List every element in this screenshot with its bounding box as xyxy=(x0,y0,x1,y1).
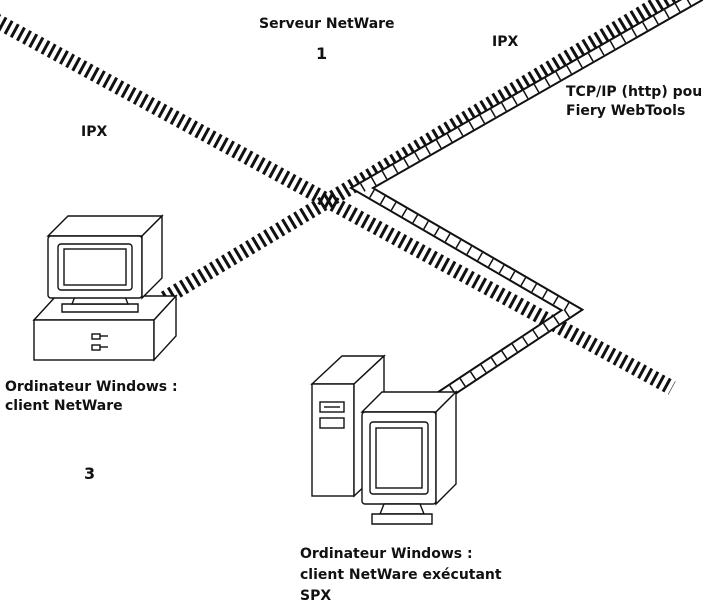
ipx-label-left: IPX xyxy=(81,124,108,140)
desktop-computer-icon xyxy=(32,214,178,362)
left-client-number: 3 xyxy=(84,464,96,483)
left-client-label-line2: client NetWare xyxy=(5,398,123,414)
tower-computer-icon xyxy=(310,354,458,525)
tcpip-label-line1: TCP/IP (http) pou xyxy=(566,84,703,100)
right-client-label-line2: client NetWare exécutant xyxy=(300,567,502,583)
server-label: Serveur NetWare xyxy=(259,16,395,32)
right-client-label-line1: Ordinateur Windows : xyxy=(300,546,473,562)
left-client-label-line1: Ordinateur Windows : xyxy=(5,379,178,395)
server-number: 1 xyxy=(316,44,328,63)
ipx-label-top: IPX xyxy=(492,34,519,50)
right-client-label-line3: SPX xyxy=(300,588,332,604)
tcpip-cable xyxy=(348,0,704,418)
tcpip-label-line2: Fiery WebTools xyxy=(566,103,686,119)
ipx-cable-top-to-left-client xyxy=(158,0,676,307)
ipx-cable-left-to-right xyxy=(0,14,676,395)
